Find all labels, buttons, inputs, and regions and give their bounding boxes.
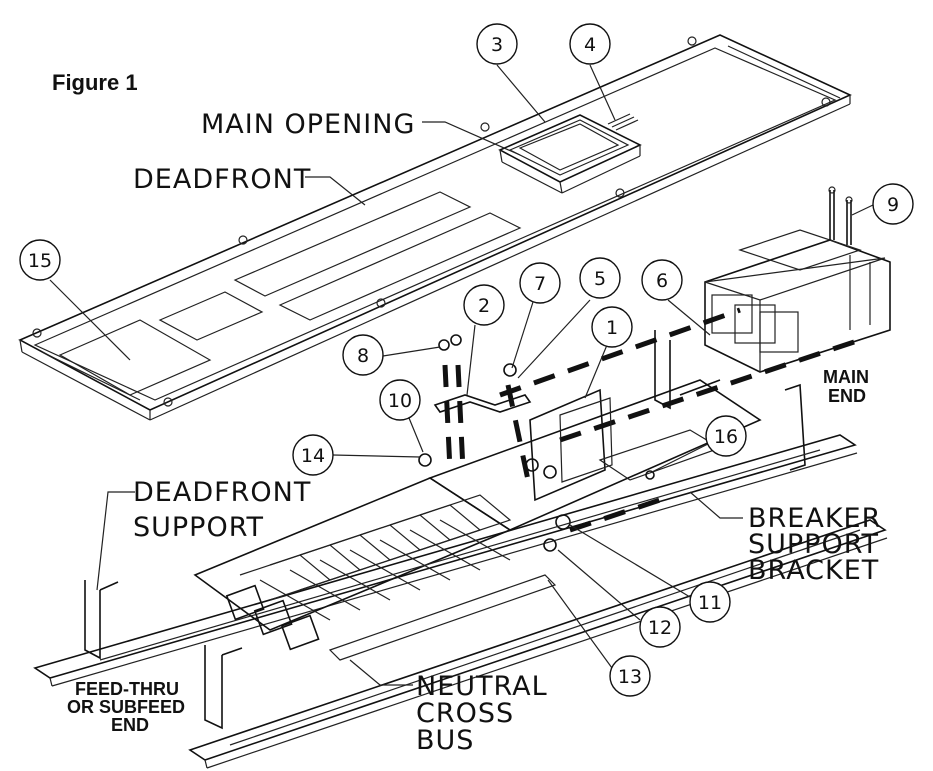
callout-number: 13	[618, 666, 642, 688]
label-neutral-3: BUS	[416, 725, 474, 756]
callout-1: 1	[591, 306, 633, 348]
callout-circle	[609, 655, 651, 697]
leader-lines	[49, 64, 874, 686]
callout-number: 12	[648, 617, 672, 639]
callout-circle	[639, 606, 681, 648]
callout-9: 9	[872, 183, 914, 225]
callout-number: 14	[301, 445, 325, 467]
callout-4: 4	[569, 23, 611, 65]
label-deadfront: DEADFRONT	[133, 164, 311, 195]
callout-11: 11	[689, 581, 731, 623]
label-neutral-1: NEUTRAL	[416, 671, 548, 702]
callout-10: 10	[379, 379, 421, 421]
label-breaker-support-2: SUPPORT	[748, 529, 879, 560]
callout-circle	[569, 23, 611, 65]
label-main-end-1: MAIN	[823, 367, 869, 387]
deadfront-panel	[18, 34, 852, 421]
callout-5: 5	[579, 257, 621, 299]
callout-circle	[342, 334, 384, 376]
callout-circle	[292, 434, 334, 476]
main-breaker	[704, 186, 891, 373]
label-plate-icon	[607, 113, 639, 131]
callout-number: 6	[656, 270, 668, 292]
callout-number: 8	[357, 345, 369, 367]
callout-7: 7	[519, 262, 561, 304]
callout-circle	[641, 259, 683, 301]
figure-title: Figure 1	[52, 70, 138, 95]
callout-circle	[463, 284, 505, 326]
callout-group: 3 4 15 2 7 5 6 9 8 1 10 14 16 11 12 13	[19, 23, 914, 697]
callout-number: 16	[714, 426, 738, 448]
callout-3: 3	[476, 23, 518, 65]
callout-8: 8	[342, 334, 384, 376]
label-deadfront-support-1: DEADFRONT	[133, 477, 311, 508]
callout-circle	[579, 257, 621, 299]
label-feed-thru-3: END	[111, 715, 149, 735]
callout-circle	[689, 581, 731, 623]
label-feed-thru-1: FEED-THRU	[75, 679, 179, 699]
label-main-end-2: END	[828, 386, 866, 406]
callout-circle	[379, 379, 421, 421]
callout-number: 4	[584, 34, 596, 56]
bus-stabs	[239, 494, 512, 621]
callout-12: 12	[639, 606, 681, 648]
label-feed-thru-2: OR SUBFEED	[67, 697, 185, 717]
callout-circle	[19, 239, 61, 281]
callout-14: 14	[292, 434, 334, 476]
text-labels: MAIN OPENING DEADFRONT DEADFRONT SUPPORT…	[67, 109, 881, 756]
callout-number: 10	[388, 390, 412, 412]
label-main-opening: MAIN OPENING	[201, 109, 415, 140]
callout-circle	[591, 306, 633, 348]
callout-number: 9	[887, 194, 899, 216]
callout-13: 13	[609, 655, 651, 697]
callout-number: 7	[534, 273, 546, 295]
label-deadfront-support-2: SUPPORT	[133, 512, 264, 543]
callout-number: 11	[698, 592, 722, 614]
callout-number: 15	[28, 250, 52, 272]
callout-6: 6	[641, 259, 683, 301]
label-breaker-support-3: BRACKET	[748, 555, 879, 586]
callout-number: 5	[594, 268, 606, 290]
callout-circle	[476, 23, 518, 65]
callout-circle	[519, 262, 561, 304]
callout-circle	[705, 415, 747, 457]
callout-number: 1	[606, 317, 618, 339]
callout-number: 2	[478, 295, 490, 317]
callout-2: 2	[463, 284, 505, 326]
callout-number: 3	[491, 34, 503, 56]
label-neutral-2: CROSS	[416, 698, 514, 729]
callout-15: 15	[19, 239, 61, 281]
callout-circle	[872, 183, 914, 225]
interior-assembly	[33, 330, 888, 769]
label-breaker-support-1: BREAKER	[748, 503, 881, 534]
callout-16: 16	[705, 415, 747, 457]
